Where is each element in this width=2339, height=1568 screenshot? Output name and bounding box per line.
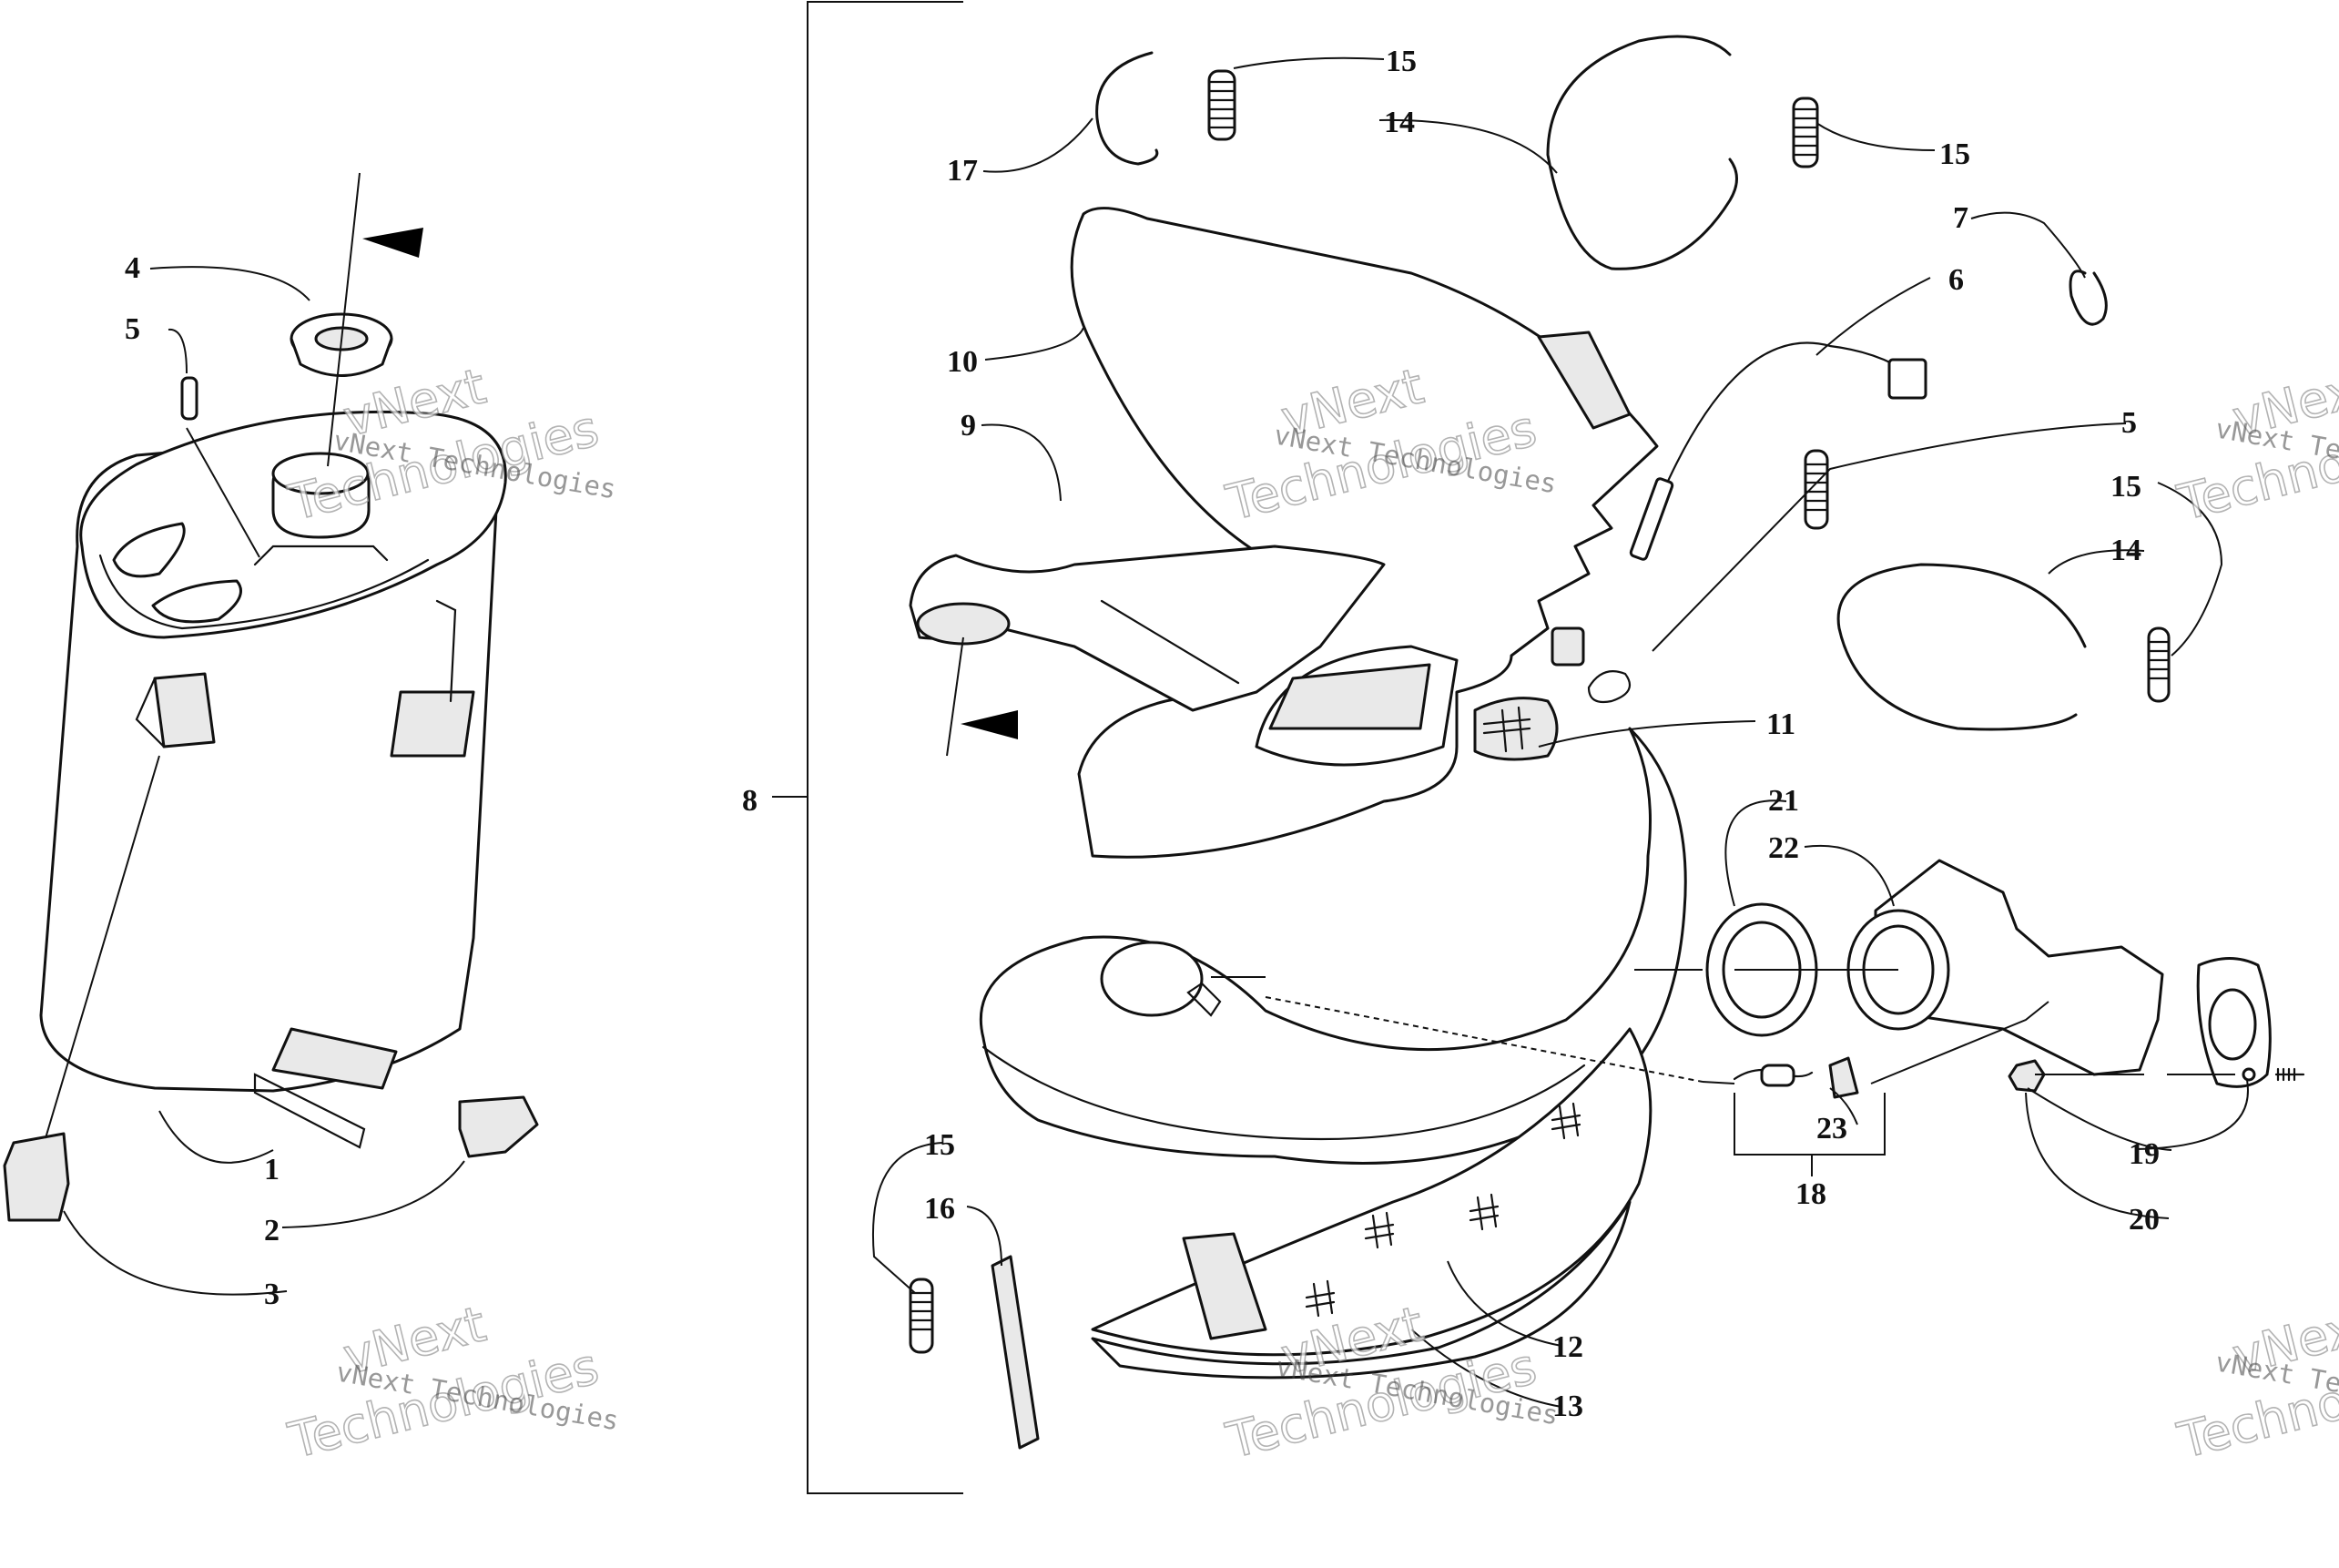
gasket-19 [2196,957,2272,1088]
rubber-bumper-2 [458,1095,539,1158]
callout-14: 14 [1384,106,1415,139]
callout-9: 9 [961,409,976,443]
callout-18: 18 [1795,1177,1826,1211]
callout-13: 13 [1552,1390,1583,1423]
heat-shield-13 [1091,1200,1632,1380]
spring-5-right [1804,449,1829,530]
leader-lines [45,56,2249,1408]
clamp-band-14-right [1836,563,2087,731]
callout-labels: 1 2 3 4 5 5 6 7 8 9 10 11 12 13 14 14 15… [125,45,2160,1423]
callout-21: 21 [1768,784,1799,818]
callout-11: 11 [1766,708,1795,741]
watermark: vNext Technologies [282,1295,605,1471]
patch-11 [1473,697,1559,761]
callout-8: 8 [742,784,758,818]
callout-14: 14 [2110,534,2141,567]
clamp-band-17 [1095,51,1159,166]
callout-10: 10 [947,345,978,379]
clamp-band-14-top [1546,35,1738,270]
callout-20: 20 [2129,1203,2160,1237]
callout-15: 15 [1939,137,1970,171]
callout-15: 15 [2110,470,2141,504]
callout-1: 1 [264,1153,280,1186]
callout-17: 17 [947,154,978,188]
callout-5: 5 [125,312,140,346]
spring-15-far-right [2147,626,2171,703]
expansion-chamber-assembly [909,35,2305,1450]
callout-12: 12 [1552,1330,1583,1364]
clip-7 [2069,270,2108,326]
sensor-cable-6 [1646,341,1896,530]
callout-16: 16 [924,1192,955,1226]
callout-19: 19 [2129,1137,2160,1171]
muffler-assembly [3,172,539,1222]
callout-6: 6 [1948,263,1964,297]
spring-15-right [1792,97,1819,168]
spring-15-top [1207,69,1236,141]
callout-3: 3 [264,1278,280,1311]
rubber-block-3 [3,1132,70,1222]
nut-20 [2008,1059,2046,1093]
callout-15: 15 [924,1128,955,1162]
spring-5-left [180,376,198,421]
callout-15: 15 [1386,45,1417,78]
callout-22: 22 [1768,831,1799,865]
assembly-bracket-8 [772,1,963,1494]
callout-23: 23 [1816,1112,1847,1145]
callout-5: 5 [2121,406,2137,440]
callout-2: 2 [264,1214,280,1247]
callout-4: 4 [125,251,140,285]
strap-16 [991,1255,1040,1450]
spring-15-bottom [909,1278,934,1354]
spring-grommet-23 [1733,1056,1859,1099]
callout-7: 7 [1953,201,1968,235]
